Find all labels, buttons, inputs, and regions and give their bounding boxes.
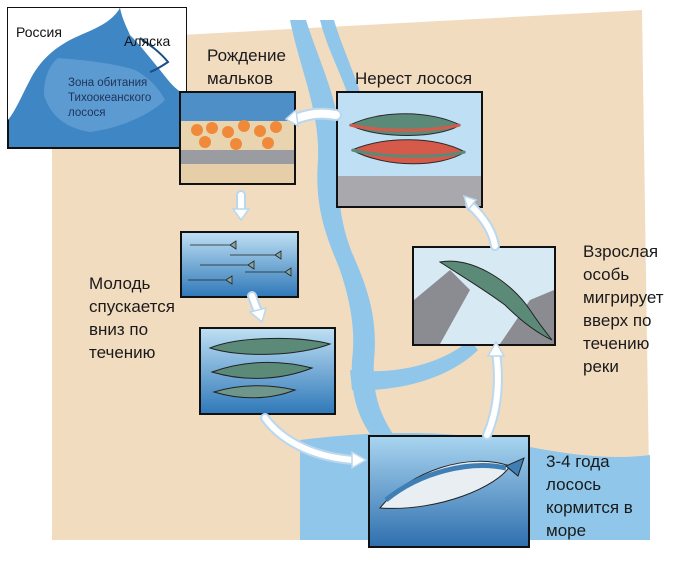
panel-fry <box>180 231 299 298</box>
panel-sea <box>368 435 530 548</box>
label-juveniles-downstream: Молодь спускается вниз по течению <box>89 274 175 362</box>
cycle-arrows <box>236 107 503 465</box>
panel-hatching <box>179 91 296 185</box>
arrow-heads <box>231 108 506 470</box>
panel-upstream <box>412 246 556 346</box>
panel-spawning <box>336 91 483 208</box>
panel-juveniles <box>199 327 336 415</box>
map-label-russia: Россия <box>16 24 62 40</box>
label-hatching: Рождение мальков <box>207 46 286 88</box>
label-spawning: Нерест лосося <box>355 69 473 88</box>
map-label-habitat-zone: Зона обитания Тихоокеанского лосося <box>68 77 152 119</box>
map-label-alaska: Аляска <box>124 33 171 49</box>
label-sea-feeding: 3-4 года лосось кормится в море <box>546 452 633 540</box>
inset-map <box>7 7 187 149</box>
label-adult-upstream: Взрослая особь мигрирует вверх по течени… <box>583 242 664 376</box>
